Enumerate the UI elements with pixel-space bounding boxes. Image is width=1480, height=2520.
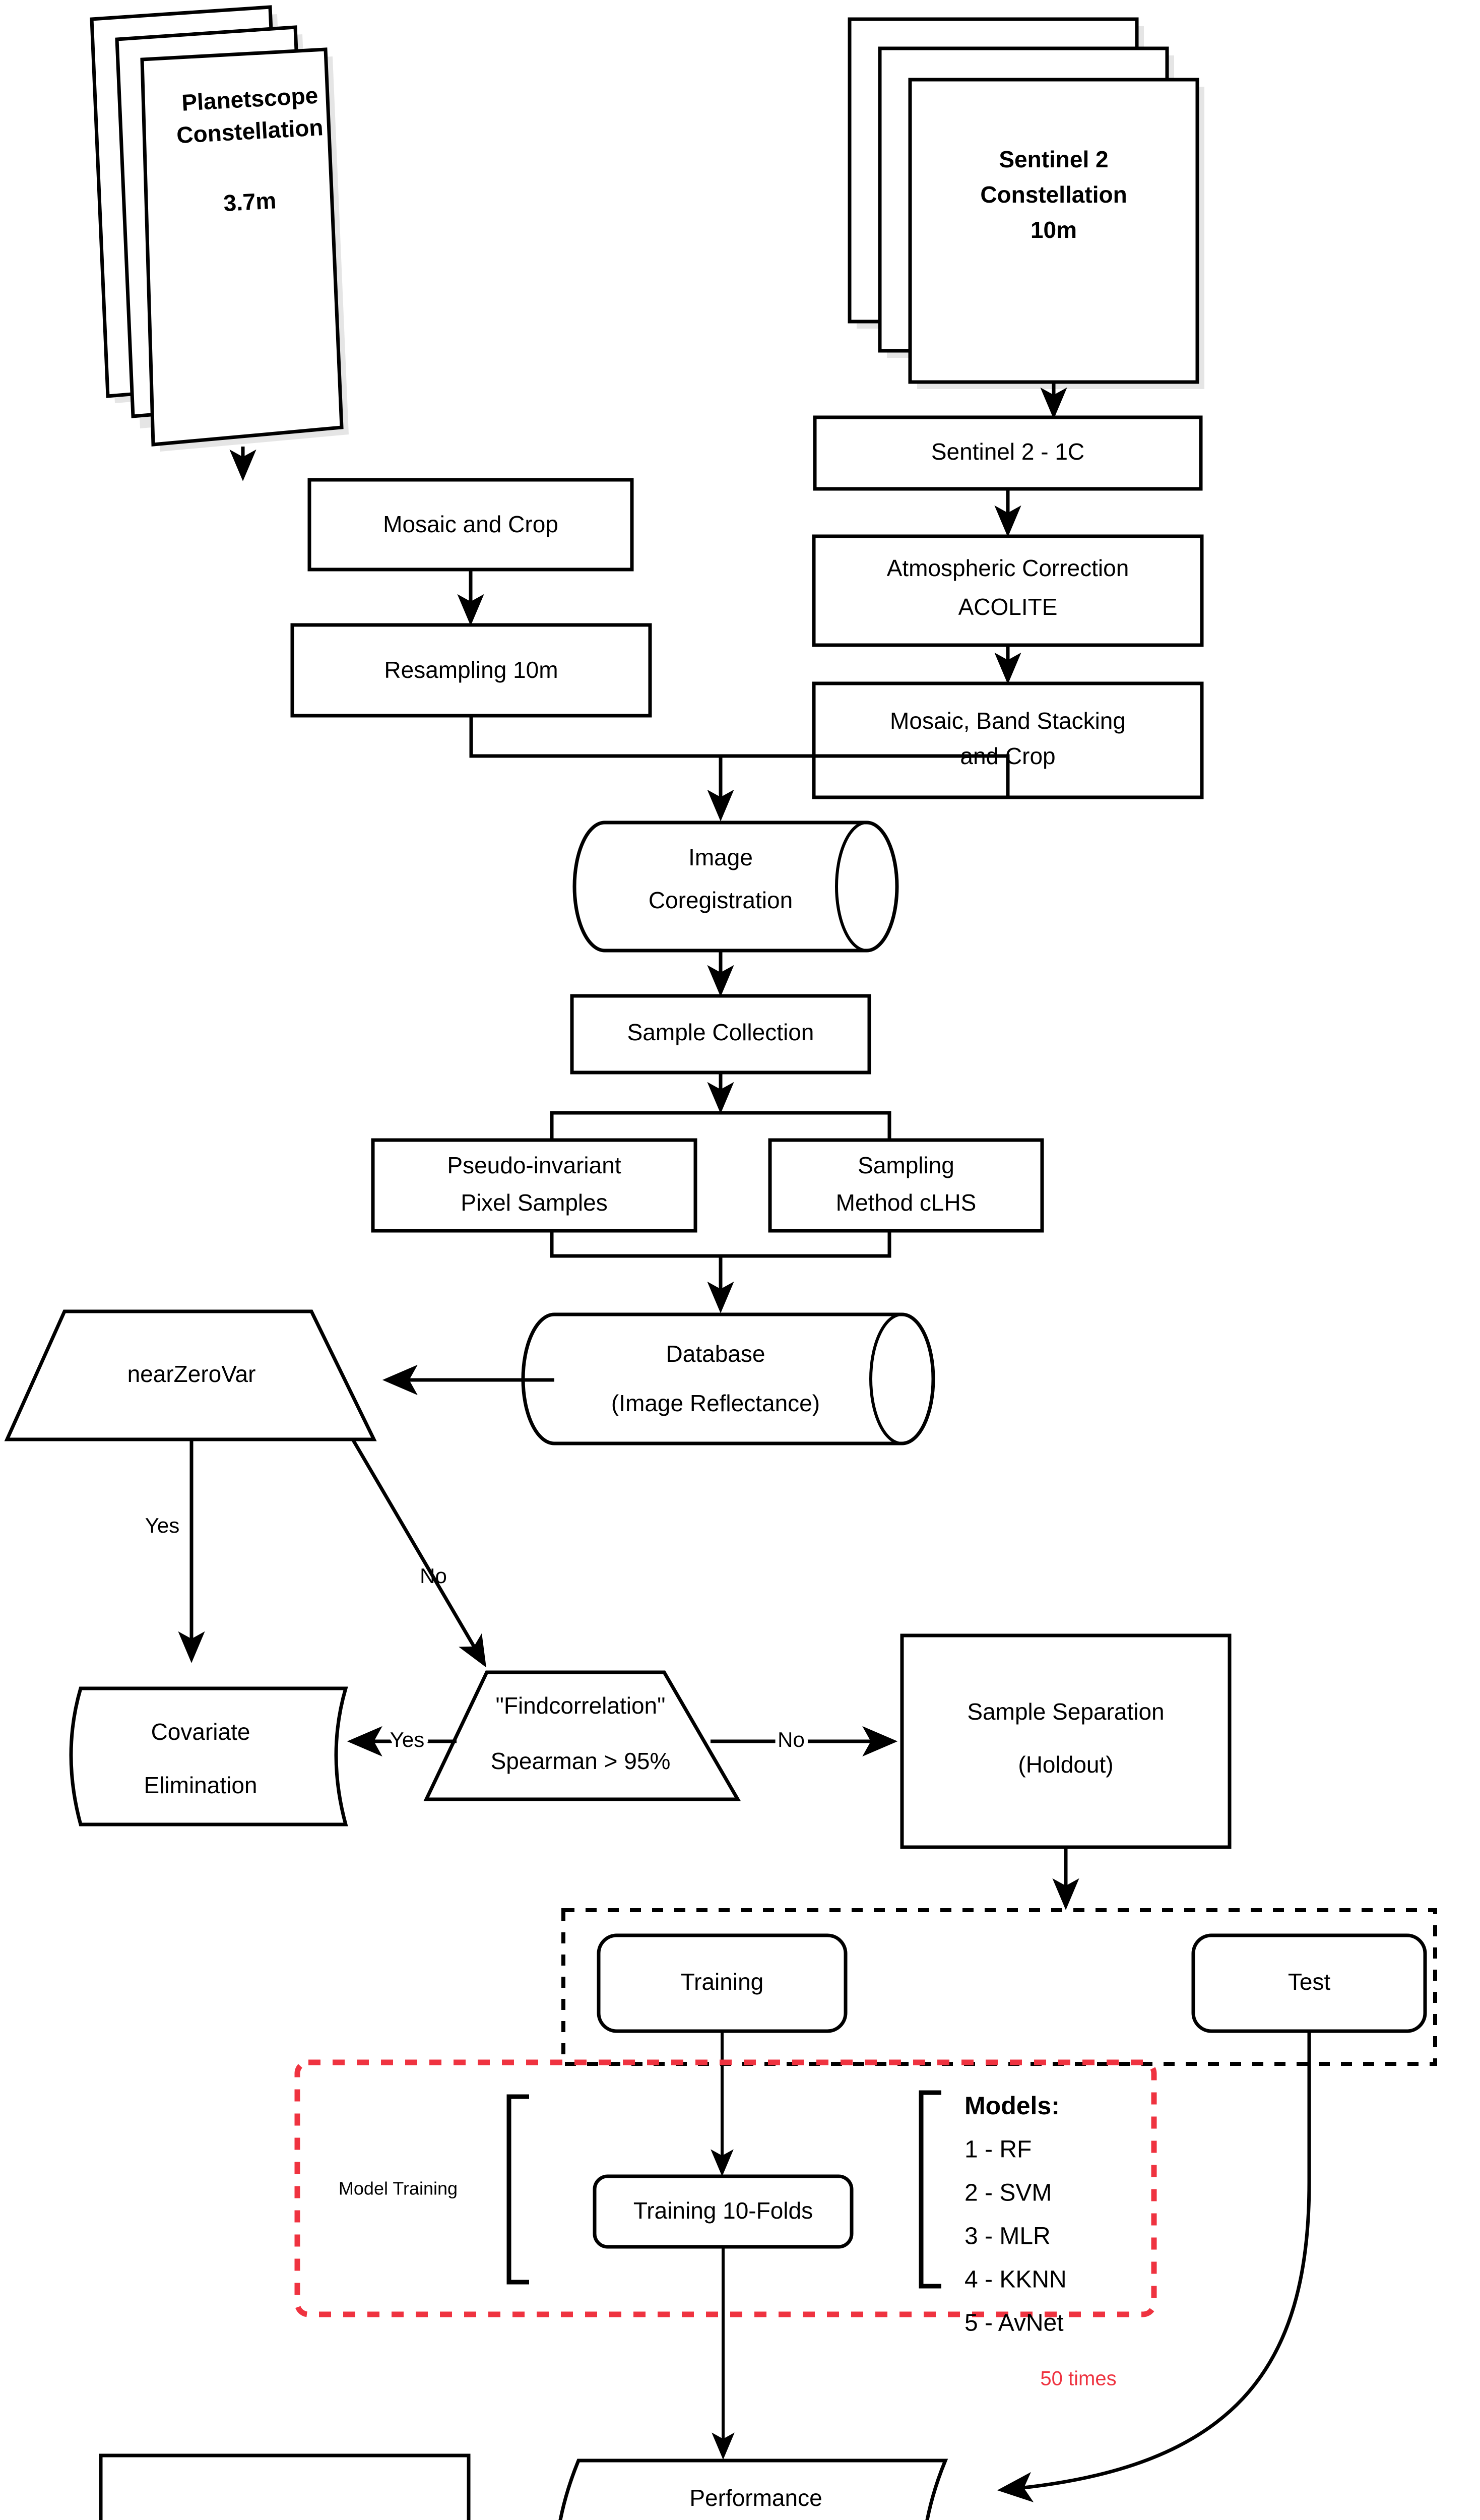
pseudo-line2: Pixel Samples [461, 1189, 607, 1216]
findcorr-line1: "Findcorrelation" [496, 1692, 666, 1719]
atmos-line1: Atmospheric Correction [887, 555, 1129, 581]
atmos-line2: ACOLITE [958, 594, 1058, 620]
sampling-line1: Sampling [858, 1152, 954, 1178]
planetscope-sheet-front [140, 47, 344, 447]
database-line1: Database [666, 1341, 765, 1367]
sentinel-line2: Constellation [980, 181, 1127, 208]
label-yes-corr: Yes [390, 1728, 425, 1751]
bracket-models-list [919, 2090, 941, 2289]
node-atmospheric-correction: Atmospheric Correction ACOLITE [812, 534, 1204, 647]
label-yes-nzv: Yes [145, 1514, 180, 1537]
sentinel-line1: Sentinel 2 [999, 146, 1108, 172]
edge-split-bracket-bottom [550, 1231, 891, 1258]
planetscope-source-stack: Planetscope Constellation 3.7m [90, 5, 349, 452]
sampling-line2: Method cLHS [836, 1189, 977, 1216]
sample-sep-line2: (Holdout) [1018, 1751, 1113, 1778]
edge-test-to-performance [997, 2031, 1311, 2502]
model-training-label: Model Training [339, 2178, 458, 2199]
test-label: Test [1288, 1969, 1331, 1995]
edge-split-bracket-top [550, 1111, 891, 1140]
node-sample-collection: Sample Collection [570, 994, 871, 1075]
node-near-zero-var: nearZeroVar [4, 1309, 377, 1441]
edge-bandstack-down [721, 754, 1010, 797]
models-header: Models: [964, 2092, 1060, 2120]
mosaic-crop-label: Mosaic and Crop [383, 511, 558, 537]
label-no-corr: No [778, 1728, 805, 1751]
sentinel-source-stack: Sentinel 2 Constellation 10m [848, 17, 1204, 389]
node-covariate-elimination: Covariate Elimination [69, 1686, 348, 1826]
near-zero-var-label: nearZeroVar [127, 1361, 256, 1387]
node-sample-separation: Sample Separation (Holdout) [900, 1633, 1232, 1849]
node-test: Test [1191, 1933, 1427, 2033]
label-50-times: 50 times [1040, 2368, 1116, 2390]
pseudo-line1: Pseudo-invariant [447, 1152, 621, 1178]
performance-line1: Performance [689, 2485, 822, 2511]
resampling-label: Resampling 10m [384, 657, 558, 683]
group-holdout-split [561, 1908, 1437, 2066]
training-label: Training [681, 1969, 763, 1995]
node-database: Database (Image Reflectance) [521, 1312, 935, 1445]
bandstack-line1: Mosaic, Band Stacking [890, 708, 1126, 734]
model-item-5: 5 - AvNet [964, 2310, 1064, 2337]
model-item-3: 3 - MLR [964, 2223, 1051, 2250]
node-kruskal-wallis: Kruskal-Wallis Test and Dunn's Post Hoc [99, 2453, 471, 2520]
edge-nzv-no [351, 1438, 486, 1668]
node-sampling-method: Sampling Method cLHS [768, 1138, 1044, 1233]
covariate-line2: Elimination [144, 1772, 258, 1798]
group-model-training [294, 2059, 1157, 2317]
findcorr-line2: Spearman > 95% [491, 1748, 671, 1774]
database-line2: (Image Reflectance) [611, 1390, 820, 1416]
node-resampling: Resampling 10m [290, 623, 652, 718]
node-pseudo-invariant: Pseudo-invariant Pixel Samples [371, 1138, 697, 1233]
node-training: Training [597, 1933, 848, 2033]
sentinel-line3: 10m [1031, 217, 1077, 243]
node-sentinel-1c: Sentinel 2 - 1C [813, 415, 1203, 491]
model-item-2: 2 - SVM [964, 2180, 1052, 2207]
kruskal-line1: Kruskal-Wallis Test and [165, 2517, 405, 2520]
node-findcorrelation: "Findcorrelation" Spearman > 95% [423, 1670, 741, 1801]
coregistration-line1: Image [688, 844, 753, 870]
covariate-line1: Covariate [151, 1719, 250, 1745]
sample-collection-label: Sample Collection [627, 1019, 814, 1045]
sentinel-1c-label: Sentinel 2 - 1C [931, 438, 1084, 465]
bracket-model-training [506, 2094, 529, 2285]
node-image-coregistration: Image Coregistration [572, 821, 899, 953]
node-performance-evaluation: Performance Evaluation (r², RMSE, MAE an… [558, 2459, 948, 2520]
models-list: Models: 1 - RF 2 - SVM 3 - MLR 4 - KKNN … [964, 2092, 1067, 2336]
node-training-10-folds: Training 10-Folds [593, 2174, 854, 2249]
sample-sep-line1: Sample Separation [967, 1698, 1164, 1725]
training-folds-label: Training 10-Folds [633, 2197, 813, 2224]
node-mosaic-and-crop: Mosaic and Crop [307, 478, 634, 572]
model-item-4: 4 - KKNN [964, 2266, 1067, 2293]
coregistration-line2: Coregistration [649, 887, 793, 913]
edge-resampling-down [469, 716, 721, 758]
planetscope-line3: 3.7m [223, 187, 277, 216]
model-item-1: 1 - RF [964, 2136, 1032, 2163]
label-no-nzv: No [420, 1564, 447, 1588]
